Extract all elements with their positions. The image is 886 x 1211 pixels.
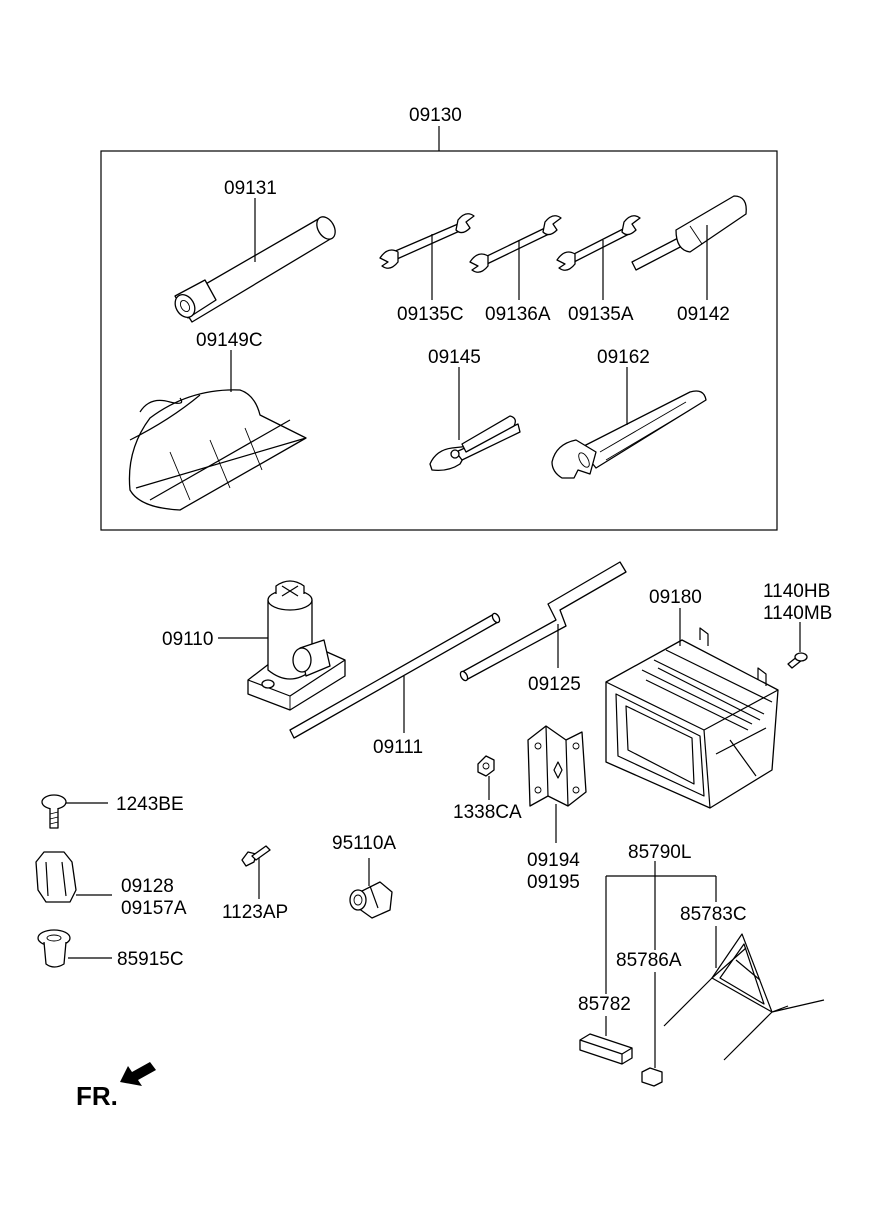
label-1123ap: 1123AP <box>222 902 288 923</box>
label-85782: 85782 <box>578 994 631 1015</box>
jack-handle-icon <box>289 612 501 739</box>
bolt-icon <box>241 845 271 867</box>
label-09145: 09145 <box>428 347 481 368</box>
front-direction-arrow-icon <box>120 1062 156 1086</box>
nut-icon <box>477 755 495 777</box>
label-09130: 09130 <box>409 105 462 126</box>
spanner-icon <box>379 213 475 269</box>
adjustable-wrench-icon <box>551 390 707 479</box>
jack-icon <box>247 580 346 711</box>
screw-icon <box>41 794 67 829</box>
label-09157a: 09157A <box>121 898 187 919</box>
label-1243be: 1243BE <box>116 794 184 815</box>
tool-bag-icon <box>128 389 307 511</box>
label-09195: 09195 <box>527 872 580 893</box>
label-09135c: 09135C <box>397 304 464 325</box>
fastener-icon <box>349 881 393 919</box>
pliers-icon <box>429 415 521 472</box>
socket-wrench-icon <box>174 216 336 323</box>
bolt-icon <box>787 652 808 669</box>
label-85915c: 85915C <box>117 949 184 970</box>
label-85783c: 85783C <box>680 904 747 925</box>
label-09162: 09162 <box>597 347 650 368</box>
spanner-icon <box>469 215 562 273</box>
label-09131: 09131 <box>224 178 277 199</box>
label-09125: 09125 <box>528 674 581 695</box>
warning-triangle-icon <box>663 933 825 1061</box>
label-09136a: 09136A <box>485 304 551 325</box>
spanner-icon <box>556 215 641 271</box>
label-1140hb: 1140HB <box>763 581 830 602</box>
label-09135a: 09135A <box>568 304 634 325</box>
front-label: FR. <box>76 1081 118 1111</box>
label-09194: 09194 <box>527 850 580 871</box>
label-09110: 09110 <box>162 629 213 650</box>
label-09128: 09128 <box>121 876 174 897</box>
label-1140mb: 1140MB <box>763 603 832 624</box>
screwdriver-icon <box>631 195 747 271</box>
bracket-icon <box>527 725 587 807</box>
label-85790l: 85790L <box>628 842 691 863</box>
label-1338ca: 1338CA <box>453 802 522 823</box>
triangle-case-icon <box>579 1033 633 1065</box>
small-part-icon <box>641 1067 663 1087</box>
extension-bar-icon <box>459 561 627 682</box>
label-09111: 09111 <box>373 737 423 758</box>
label-95110a: 95110A <box>332 833 396 854</box>
label-09180: 09180 <box>649 587 702 608</box>
tool-tray-icon <box>605 627 779 809</box>
label-85786a: 85786A <box>616 950 682 971</box>
nut-insert-icon <box>37 929 71 968</box>
label-09149c: 09149C <box>196 330 263 351</box>
label-09142: 09142 <box>677 304 730 325</box>
clip-icon <box>35 851 77 903</box>
